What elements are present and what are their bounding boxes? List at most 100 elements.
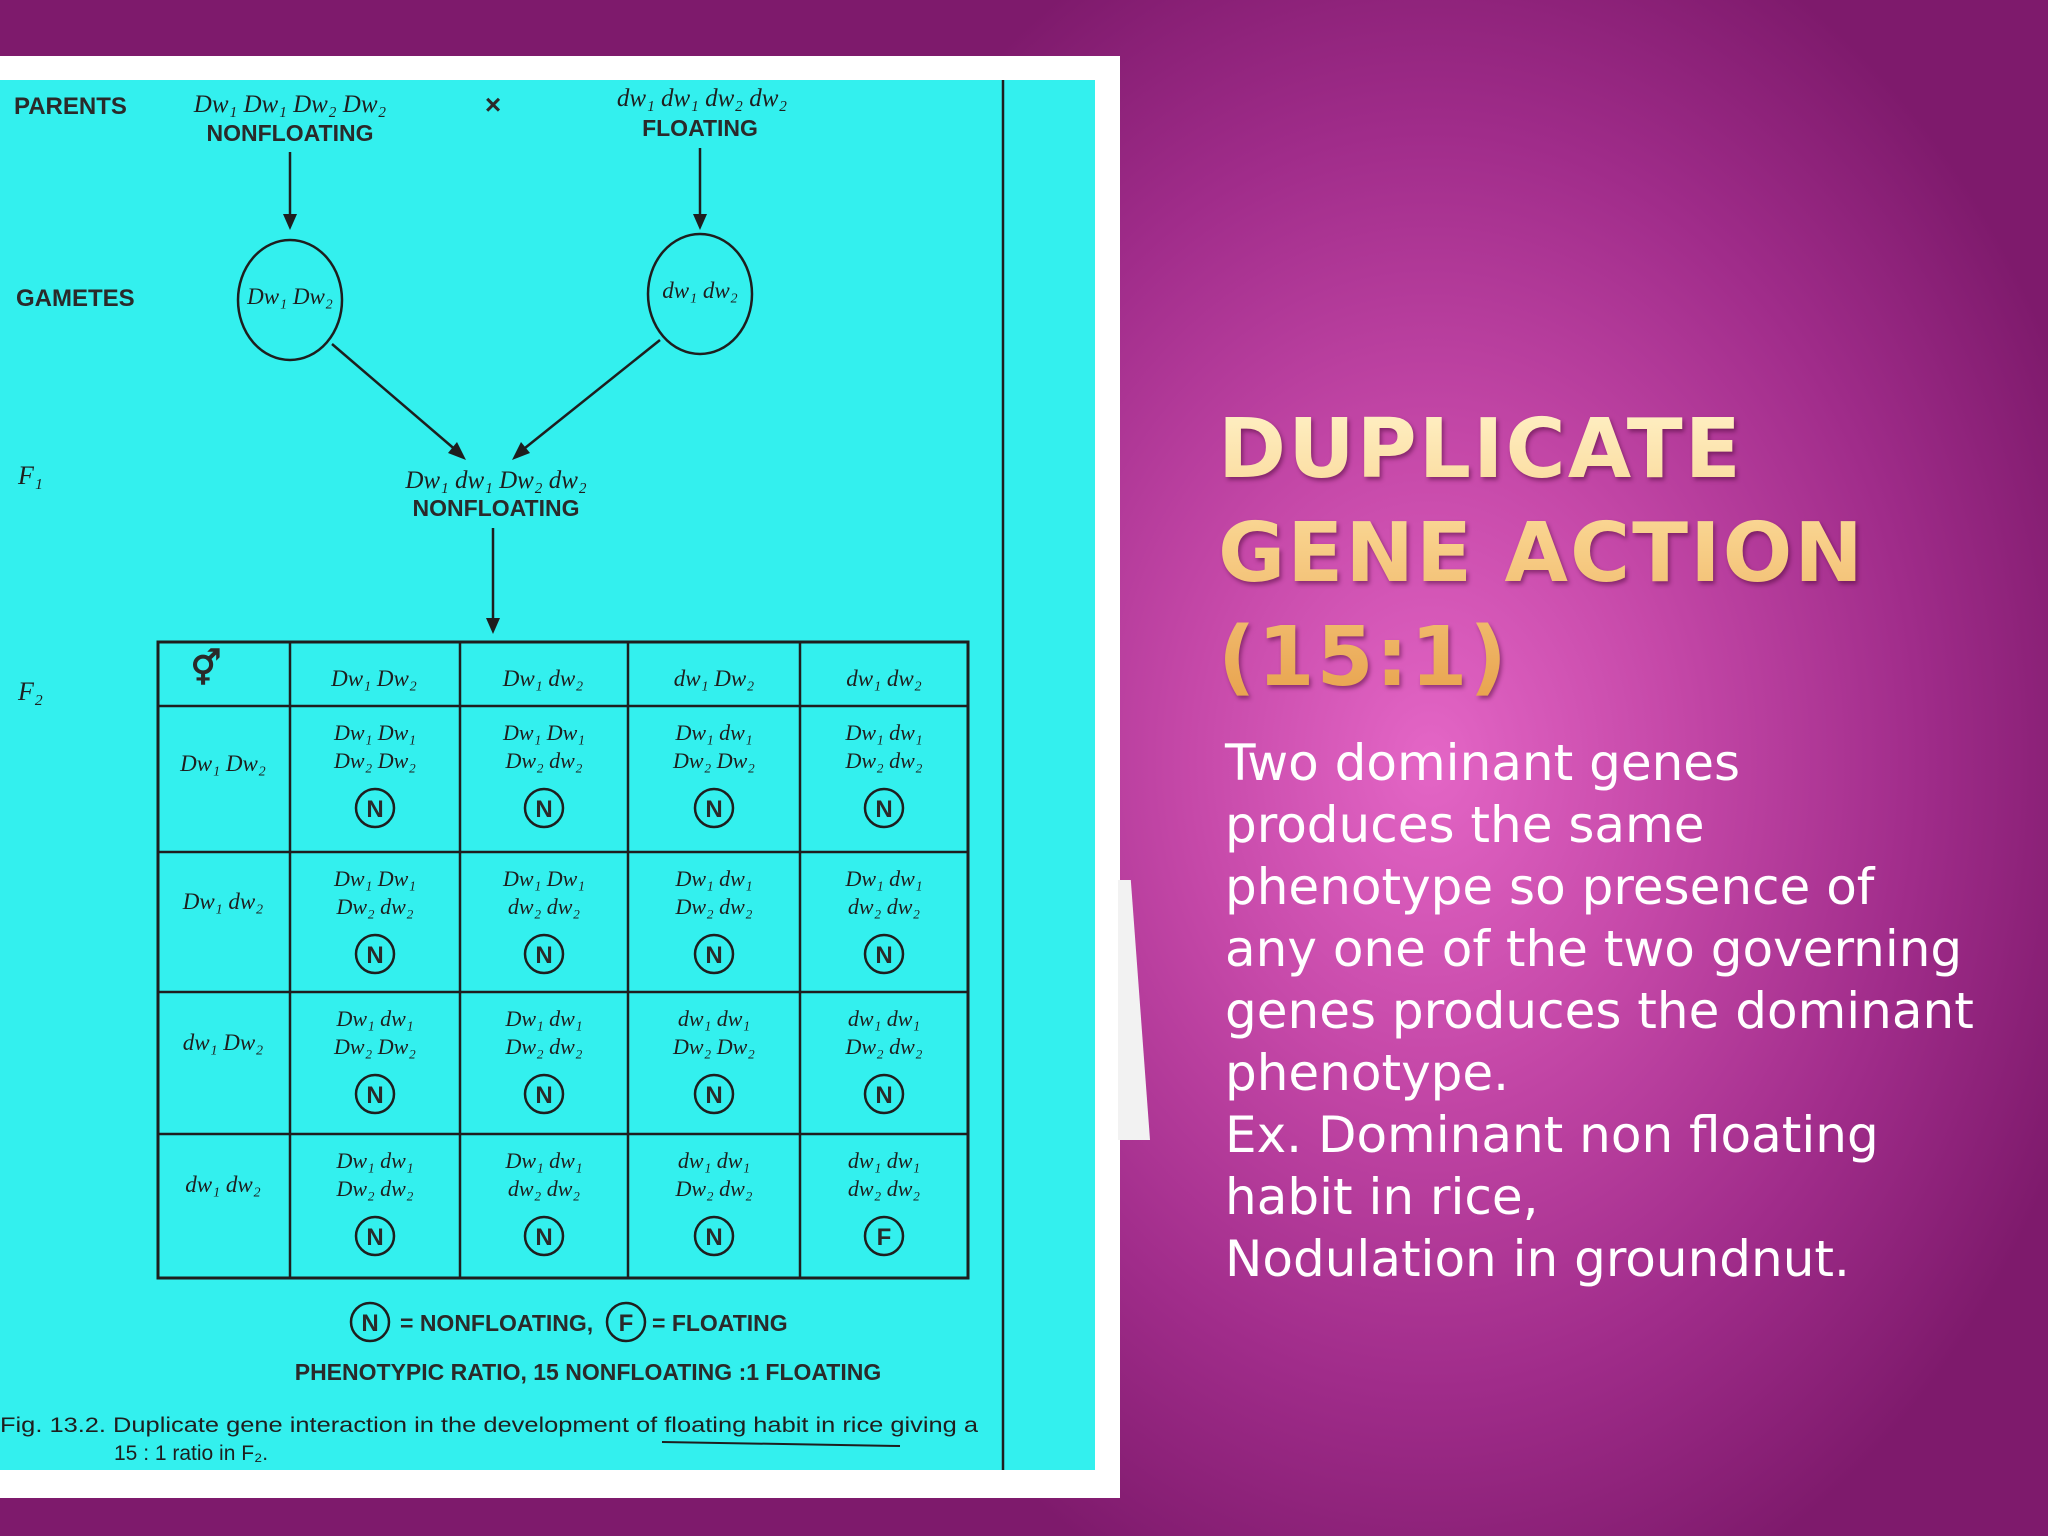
phenotype-circle — [863, 787, 905, 829]
cell-genotype-line2: dw₂ dw₂ — [848, 1176, 920, 1201]
cell-phenotype: N — [875, 1082, 892, 1109]
cell-phenotype: N — [366, 1224, 383, 1251]
cell-genotype-line1: Dw₁ dw₁ — [335, 1148, 413, 1173]
phenotype-circle — [523, 1215, 565, 1257]
cell-genotype-line1: Dw₁ dw₁ — [844, 720, 922, 745]
phenotype-circle — [523, 787, 565, 829]
cell-genotype-line2: Dw₂ dw₂ — [674, 894, 752, 919]
punnett-grid: ⚥ Dw₁ Dw₂ Dw₁ dw₂ dw₁ Dw₂ dw₁ dw₂ Dw₁ Dw… — [179, 648, 923, 1257]
cell-genotype-line2: Dw₂ Dw₂ — [333, 748, 416, 773]
parent1-genotype: Dw₁ Dw₁ Dw₂ Dw₂ — [193, 91, 387, 118]
arrow-f1-f2 — [486, 528, 500, 634]
cell-genotype-line2: Dw₂ dw₂ — [335, 894, 413, 919]
cell-phenotype: F — [877, 1224, 892, 1251]
phenotype-circle — [354, 1215, 396, 1257]
cell-genotype-line2: Dw₂ dw₂ — [844, 1034, 922, 1059]
cell-phenotype: N — [366, 796, 383, 823]
cell-genotype-line2: Dw₂ Dw₂ — [672, 1034, 755, 1059]
phenotype-circle — [354, 933, 396, 975]
cell-phenotype: N — [366, 1082, 383, 1109]
cell-phenotype: N — [705, 1224, 722, 1251]
cell-phenotype: N — [535, 1224, 552, 1251]
body-line-6: phenotype. — [1225, 1044, 1510, 1102]
duplicate-gene-diagram: PARENTS GAMETES F₁ F₂ Dw₁ Dw₁ Dw₂ Dw₂ NO… — [0, 80, 1095, 1470]
phenotypic-ratio: PHENOTYPIC RATIO, 15 NONFLOATING :1 FLOA… — [295, 1359, 882, 1385]
row-header-4: dw₁ dw₂ — [185, 1172, 260, 1197]
grid-border — [156, 640, 970, 1280]
punnett-grid-lines — [156, 640, 970, 1280]
cell-genotype-line1: dw₁ dw₁ — [678, 1148, 750, 1173]
row-header-2: Dw₁ dw₂ — [182, 889, 264, 914]
row-header-3: dw₁ Dw₂ — [183, 1030, 264, 1055]
cell-genotype-line1: dw₁ dw₁ — [678, 1006, 750, 1031]
cell-genotype-line1: Dw₁ Dw₁ — [333, 720, 416, 745]
body-line-5: genes produces the dominant — [1225, 982, 1974, 1040]
gamete2-circle — [646, 232, 754, 356]
parent2-genotype: dw₁ dw₁ dw₂ dw₂ — [617, 85, 788, 112]
cell-genotype-line2: Dw₂ dw₂ — [504, 748, 582, 773]
cell-genotype-line2: Dw₂ dw₂ — [674, 1176, 752, 1201]
grid-cell: Dw₁ Dw₁ Dw₂ Dw₂ N — [333, 720, 416, 829]
figure-caption-line2: 15 : 1 ratio in F₂. — [114, 1442, 268, 1465]
grid-corner-symbol: ⚥ — [191, 648, 222, 688]
cell-phenotype: N — [705, 1082, 722, 1109]
cell-genotype-line1: Dw₁ dw₁ — [844, 866, 922, 891]
label-gametes: GAMETES — [16, 285, 135, 312]
legend-n-circle — [349, 1301, 391, 1343]
slide-body: Two dominant genes produces the same phe… — [1225, 732, 2005, 1290]
cell-phenotype: N — [705, 796, 722, 823]
grid-cell: dw₁ dw₁ Dw₂ Dw₂ N — [672, 1006, 755, 1115]
body-line-8: habit in rice, — [1225, 1168, 1539, 1226]
caption-underline — [661, 1441, 901, 1447]
phenotype-circle — [523, 933, 565, 975]
label-f2: F₂ — [17, 677, 43, 706]
phenotype-circle — [523, 1073, 565, 1115]
label-f1: F₁ — [17, 461, 43, 490]
phenotype-circle — [863, 1215, 905, 1257]
cell-genotype-line1: dw₁ dw₁ — [848, 1148, 920, 1173]
grid-cell: dw₁ dw₁ Dw₂ dw₂ N — [674, 1148, 753, 1257]
row-header-1: Dw₁ Dw₂ — [179, 751, 266, 776]
col-header-4: dw₁ dw₂ — [846, 666, 921, 691]
cell-phenotype: N — [535, 796, 552, 823]
phenotype-circle — [693, 933, 735, 975]
col-header-2: Dw₁ dw₂ — [502, 666, 584, 691]
arrow-gamete2-f1 — [512, 339, 661, 460]
paper-curl — [1118, 880, 1150, 1140]
legend-n-text: = NONFLOATING, — [400, 1310, 593, 1336]
phenotype-circle — [354, 787, 396, 829]
cell-genotype-line2: Dw₂ dw₂ — [504, 1034, 582, 1059]
legend: N = NONFLOATING, F = FLOATING — [349, 1301, 788, 1343]
gamete2-genotype: dw₁ dw₂ — [662, 278, 737, 303]
phenotype-circle — [863, 933, 905, 975]
cell-phenotype: N — [705, 942, 722, 969]
col-header-1: Dw₁ Dw₂ — [330, 666, 417, 691]
body-line-4: any one of the two governing — [1225, 920, 1963, 978]
grid-cell: dw₁ dw₁ Dw₂ dw₂ N — [844, 1006, 923, 1115]
grid-cell: Dw₁ dw₁ dw₂ dw₂ N — [504, 1148, 583, 1257]
phenotype-circle — [693, 787, 735, 829]
cell-genotype-line2: dw₂ dw₂ — [508, 1176, 580, 1201]
cell-genotype-line1: Dw₁ dw₁ — [504, 1148, 582, 1173]
arrow-parent2-gamete — [693, 148, 707, 230]
legend-f-text: = FLOATING — [652, 1310, 788, 1336]
cell-genotype-line1: Dw₁ Dw₁ — [502, 866, 585, 891]
cross-symbol: × — [485, 89, 501, 120]
gamete1-circle — [236, 238, 344, 362]
cell-genotype-line2: Dw₂ Dw₂ — [333, 1034, 416, 1059]
body-line-7: Ex. Dominant non floating — [1225, 1106, 1879, 1164]
cell-genotype-line2: dw₂ dw₂ — [508, 894, 580, 919]
grid-cell: dw₁ dw₁ dw₂ dw₂ F — [848, 1148, 920, 1257]
cell-genotype-line2: Dw₂ dw₂ — [844, 748, 922, 773]
cell-genotype-line2: dw₂ dw₂ — [848, 894, 920, 919]
legend-f-symbol: F — [619, 1310, 634, 1337]
cell-genotype-line1: dw₁ dw₁ — [848, 1006, 920, 1031]
